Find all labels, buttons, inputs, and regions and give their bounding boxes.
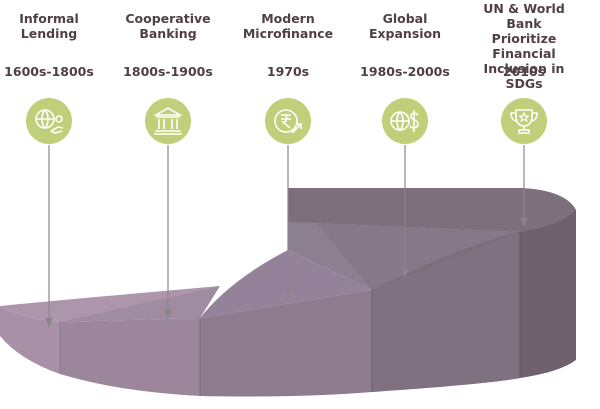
globe-dollar-icon	[382, 98, 428, 144]
leader-arrow-4	[401, 269, 409, 278]
stair-step-3-top	[200, 250, 372, 318]
stair-step-1-front	[0, 306, 60, 374]
stair-step-2-front	[60, 318, 200, 396]
leader-arrow-2	[164, 310, 172, 319]
leader-arrow-5	[520, 218, 528, 227]
globe-hand-icon	[26, 98, 72, 144]
trophy-icon	[501, 98, 547, 144]
era-date: 1800s-1900s	[123, 64, 213, 79]
stair-step-3-front	[200, 290, 372, 397]
bank-building-icon	[145, 98, 191, 144]
era-date: 1600s-1800s	[4, 64, 94, 79]
era-date: 2010s	[502, 64, 546, 79]
stair-step-4-front	[372, 232, 520, 392]
stair-step-5-top	[288, 188, 576, 232]
stair-step-4-top	[288, 222, 520, 290]
era-title: Global Expansion	[368, 11, 442, 41]
leader-lines	[45, 145, 528, 327]
era-date: 1980s-2000s	[360, 64, 450, 79]
era-title: Informal Lending	[19, 11, 79, 41]
era-title: UN & World Bank Prioritize Financial Inc…	[483, 1, 565, 91]
era-title: Modern Microfinance	[242, 11, 334, 41]
rupee-growth-icon	[265, 98, 311, 144]
stair-step-1-top	[0, 286, 220, 322]
leader-arrow-3	[284, 286, 292, 295]
era-date: 1970s	[266, 64, 310, 79]
leader-arrow-1	[45, 318, 53, 327]
era-title: Cooperative Banking	[125, 11, 211, 41]
